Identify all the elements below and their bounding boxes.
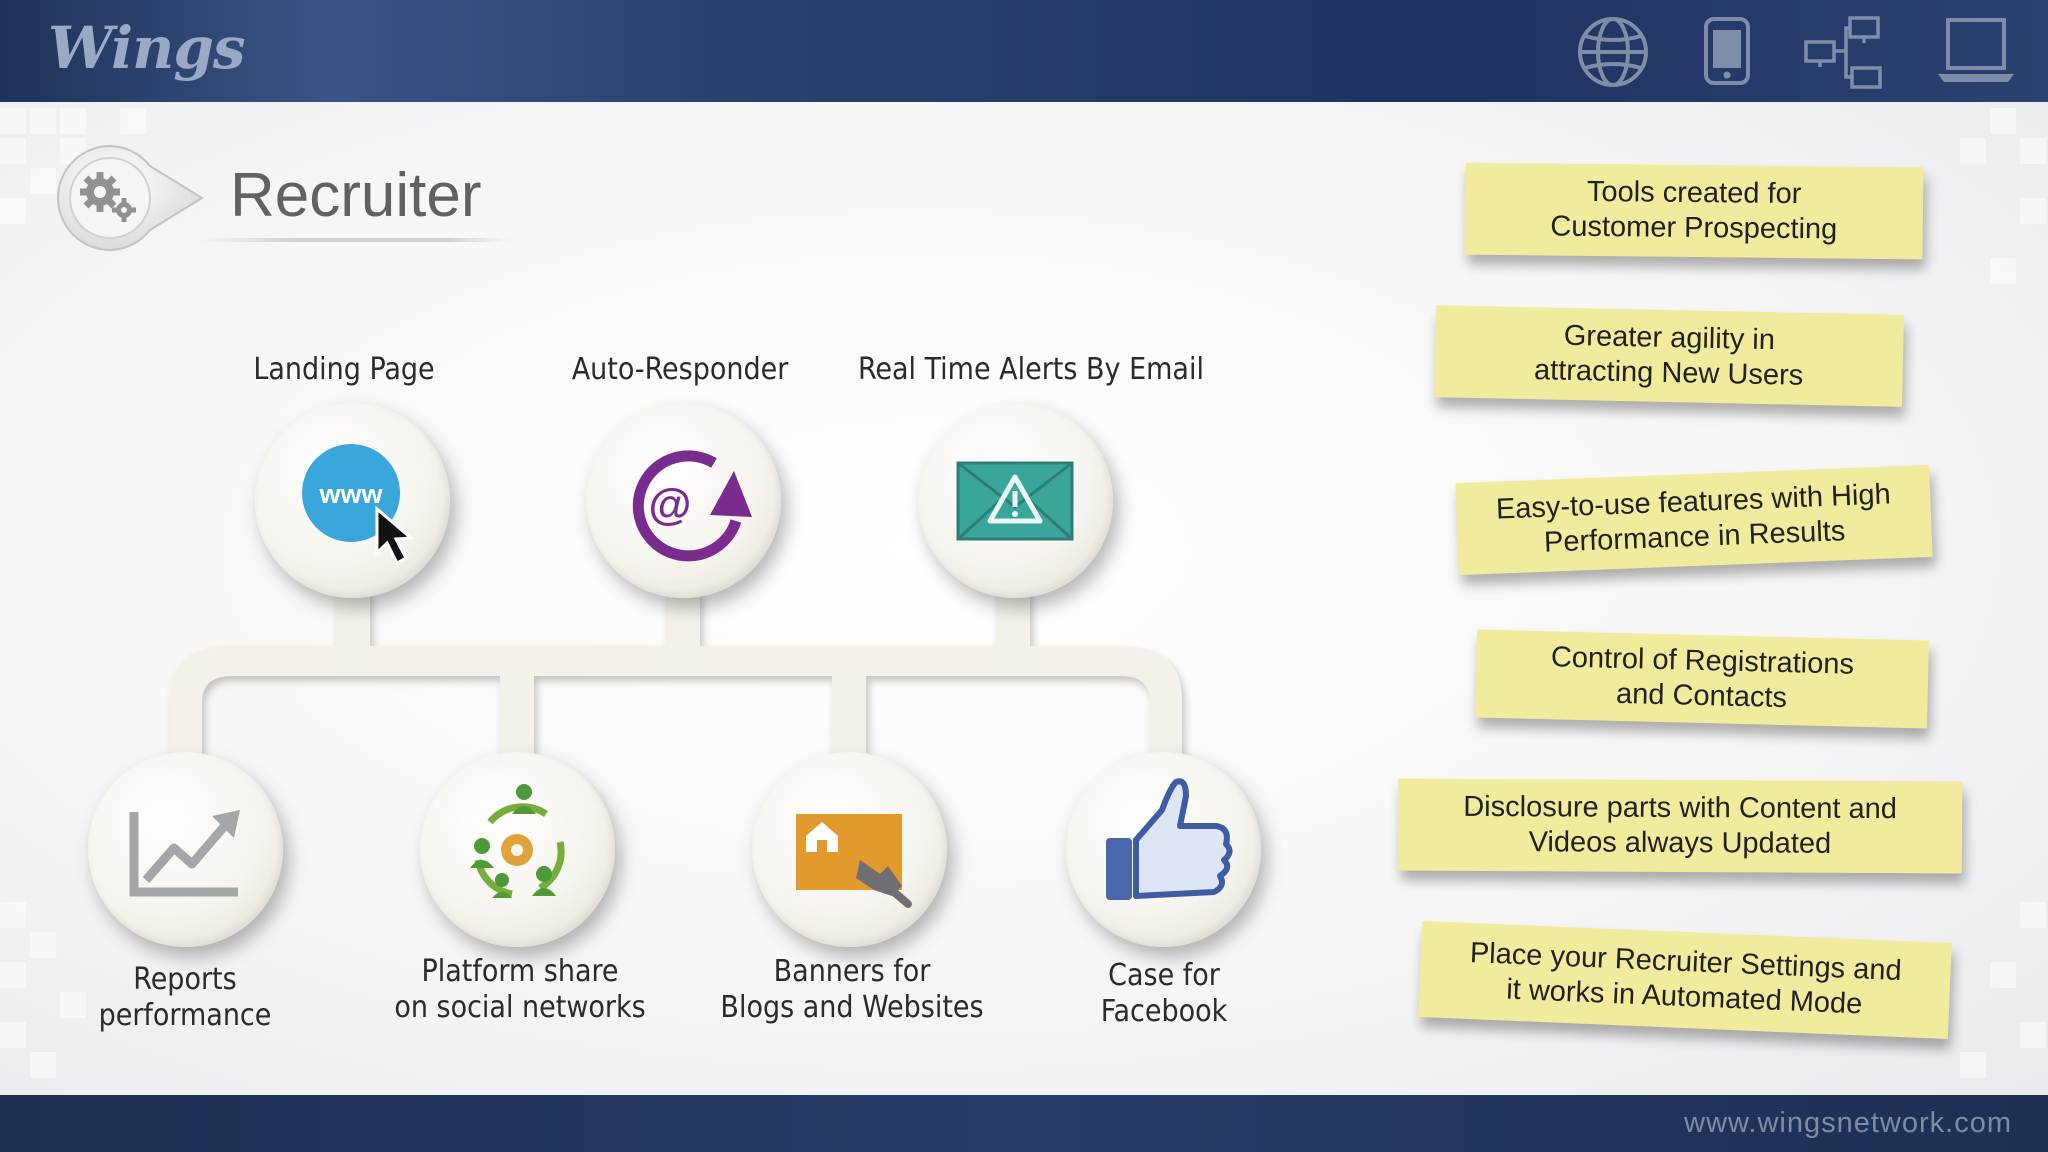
page-title: Recruiter	[230, 161, 482, 230]
node-label-reports-performance: Reports performance	[70, 962, 300, 1034]
line-chart-icon	[129, 810, 240, 897]
node-label-text: Banners for Blogs and Websites	[720, 954, 984, 1025]
case-facebook-node[interactable]	[1066, 752, 1261, 947]
node-label-real-time-alerts: Real Time Alerts By Email	[858, 352, 1204, 387]
node-label-banners: Banners for Blogs and Websites	[712, 954, 992, 1026]
note-text: Control of Registrations and Contacts	[1550, 641, 1855, 715]
note-text: Disclosure parts with Content and Videos…	[1463, 790, 1897, 860]
wings-logo: Wings	[48, 14, 246, 82]
feature-note-4: Control of Registrations and Contacts	[1474, 629, 1930, 729]
feature-note-5: Disclosure parts with Content and Videos…	[1397, 778, 1963, 874]
node-label-text: Reports performance	[98, 962, 272, 1033]
title-badge	[52, 142, 207, 259]
feature-note-2: Greater agility in attracting New Users	[1434, 305, 1904, 407]
svg-text:www: www	[318, 479, 383, 509]
alert-envelope-icon	[956, 461, 1074, 541]
gears-icon	[80, 172, 136, 222]
node-label-auto-responder: Auto-Responder	[571, 352, 789, 387]
thumbs-up-icon	[1106, 778, 1233, 900]
bottom-bar: www.wingsnetwork.com	[0, 1095, 2048, 1152]
node-label-case-facebook: Case for Facebook	[1050, 958, 1278, 1030]
banners-node[interactable]	[752, 752, 947, 947]
top-bar: Wings	[0, 0, 2048, 102]
landing-page-node[interactable]: www	[255, 403, 450, 598]
banner-click-icon	[796, 814, 912, 908]
node-label-landing-page: Landing Page	[253, 352, 435, 387]
network-icon	[1804, 16, 1886, 95]
svg-text:@: @	[649, 480, 692, 529]
at-sign-arrow-icon: @	[632, 450, 752, 562]
title-underline	[200, 238, 510, 242]
www-cursor-icon: www	[302, 444, 415, 566]
platform-share-node[interactable]	[420, 752, 615, 947]
tile-background	[0, 108, 2046, 1078]
note-text: Greater agility in attracting New Users	[1533, 319, 1804, 392]
auto-responder-node[interactable]: @	[586, 403, 781, 598]
node-label-text: Case for Facebook	[1100, 958, 1228, 1029]
globe-icon	[1574, 16, 1652, 93]
note-text: Easy-to-use features with High Performan…	[1495, 478, 1892, 559]
node-label-text: Platform share on social networks	[394, 954, 646, 1025]
laptop-icon	[1936, 16, 2016, 91]
social-share-icon	[470, 784, 565, 898]
note-text: Place your Recruiter Settings and it wor…	[1469, 936, 1903, 1021]
real-time-alerts-node[interactable]	[918, 403, 1113, 598]
feature-note-3: Easy-to-use features with High Performan…	[1455, 464, 1933, 576]
node-label-platform-share: Platform share on social networks	[380, 954, 660, 1026]
reports-performance-node[interactable]	[88, 752, 283, 947]
feature-note-1: Tools created for Customer Prospecting	[1464, 162, 1924, 260]
mobile-phone-icon	[1702, 16, 1752, 91]
note-text: Tools created for Customer Prospecting	[1550, 175, 1838, 246]
website-link[interactable]: www.wingsnetwork.com	[1684, 1107, 2012, 1139]
